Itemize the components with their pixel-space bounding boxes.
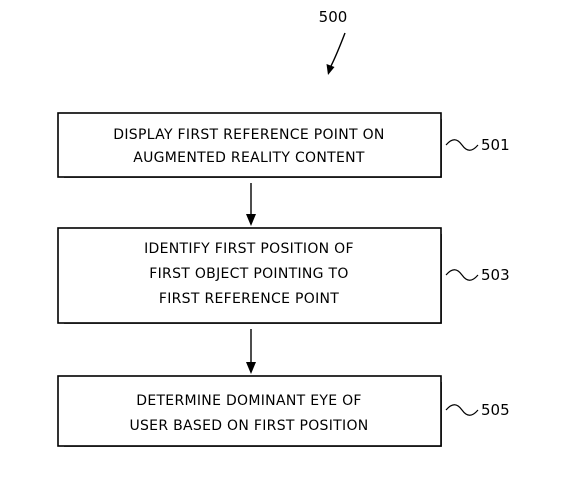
- step-501-text-line-1: DISPLAY FIRST REFERENCE POINT ON: [113, 127, 384, 143]
- step-box-501: DISPLAY FIRST REFERENCE POINT ON AUGMENT…: [57, 112, 442, 178]
- step-box-503: IDENTIFY FIRST POSITION OF FIRST OBJECT …: [57, 227, 442, 324]
- connector-503-to-505-arrowhead: [246, 362, 256, 374]
- step-box-501-frame: [57, 112, 442, 178]
- step-503-text-line-3: FIRST REFERENCE POINT: [159, 291, 339, 307]
- step-505-text-line-2: USER BASED ON FIRST POSITION: [129, 418, 368, 434]
- step-503-text-line-2: FIRST OBJECT POINTING TO: [149, 266, 348, 282]
- step-505-ref-number: 505: [481, 401, 510, 419]
- step-box-505: DETERMINE DOMINANT EYE OF USER BASED ON …: [57, 375, 442, 447]
- step-505-text-line-1: DETERMINE DOMINANT EYE OF: [136, 393, 362, 409]
- step-503-ref-number: 503: [481, 266, 510, 284]
- step-501-ref-number: 501: [481, 136, 510, 154]
- figure-pointer-line: [330, 32, 346, 67]
- step-505-leader: [445, 404, 479, 416]
- step-501-leader: [445, 139, 479, 151]
- step-503-leader: [445, 269, 479, 281]
- figure-pointer-arrowhead: [326, 64, 335, 75]
- step-box-505-frame: [57, 375, 442, 447]
- connector-501-to-503-arrowhead: [246, 214, 256, 226]
- step-503-text-line-1: IDENTIFY FIRST POSITION OF: [144, 241, 354, 257]
- figure-number: 500: [319, 8, 348, 26]
- step-box-503-frame: [57, 227, 442, 324]
- step-501-text-line-2: AUGMENTED REALITY CONTENT: [133, 150, 365, 166]
